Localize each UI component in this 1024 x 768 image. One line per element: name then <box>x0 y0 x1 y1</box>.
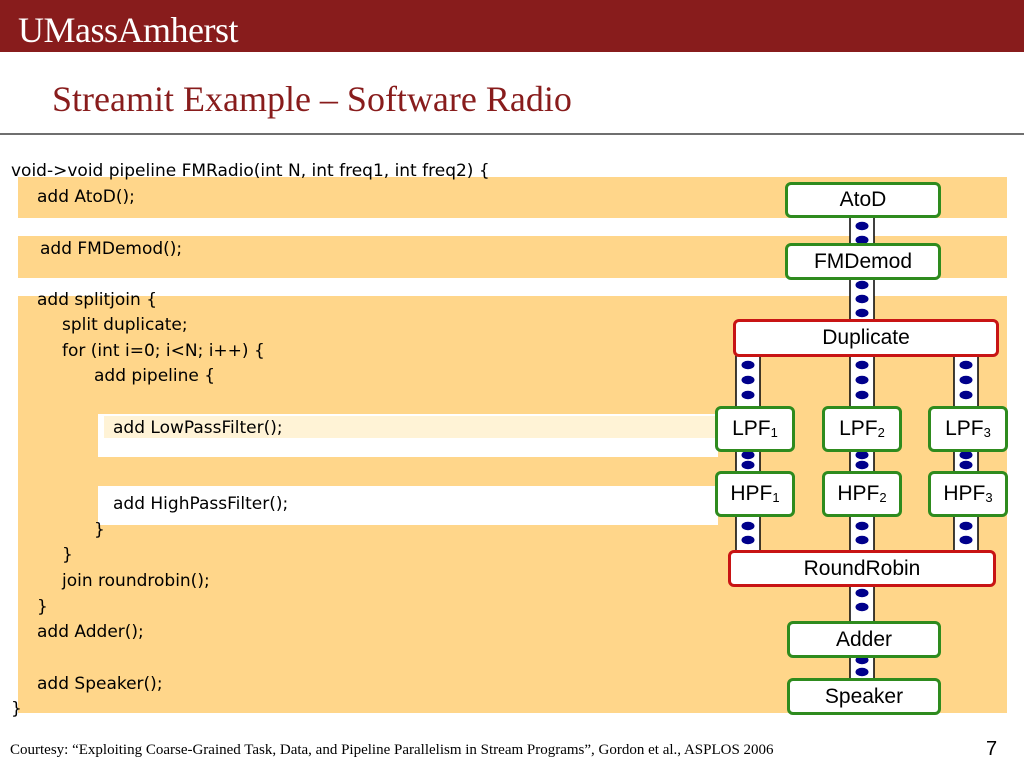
code-line-14: add Adder(); <box>37 622 144 642</box>
hpf-2-subscript: 2 <box>879 489 887 505</box>
code-line-4: add splitjoin { <box>37 290 158 310</box>
code-line-11: } <box>62 545 73 565</box>
slide-title: Streamit Example – Software Radio <box>52 79 572 119</box>
inner-highlight-lpf <box>104 416 718 438</box>
code-line-1: void->void pipeline FMRadio(int N, int f… <box>11 161 490 181</box>
lpf-1-label: LPF <box>732 417 771 440</box>
channel-branch-3 <box>953 353 979 555</box>
code-line-12: join roundrobin(); <box>62 571 210 591</box>
hpf-1-label: HPF <box>730 482 773 505</box>
code-line-3: add FMDemod(); <box>40 239 183 259</box>
code-line-16: } <box>11 699 22 719</box>
channel-branch-2 <box>849 353 875 555</box>
lpf-3-label: LPF <box>945 417 984 440</box>
node-roundrobin: RoundRobin <box>728 550 996 587</box>
code-line-5: split duplicate; <box>62 315 188 335</box>
citation-footer: Courtesy: “Exploiting Coarse-Grained Tas… <box>10 742 774 758</box>
hpf-3-label: HPF <box>943 482 986 505</box>
hpf-1-subscript: 1 <box>772 489 780 505</box>
code-line-8: add LowPassFilter(); <box>113 418 283 438</box>
inner-white-2 <box>98 457 718 485</box>
code-line-13: } <box>37 597 48 617</box>
umass-logo: UMassAmherst <box>18 10 238 50</box>
lpf-2-label: LPF <box>839 417 878 440</box>
header-bar: UMassAmherst <box>0 0 1024 52</box>
code-line-6: for (int i=0; i<N; i++) { <box>62 341 265 361</box>
title-divider <box>0 133 1024 135</box>
page-number: 7 <box>986 738 998 760</box>
node-speaker: Speaker <box>787 678 941 715</box>
lpf-2-subscript: 2 <box>877 424 885 440</box>
hpf-3-subscript: 3 <box>985 489 993 505</box>
code-line-7: add pipeline { <box>94 366 216 386</box>
lpf-3-subscript: 3 <box>983 424 991 440</box>
hpf-2-label: HPF <box>837 482 880 505</box>
channel-branch-1 <box>735 353 761 555</box>
code-line-10: } <box>94 520 105 540</box>
node-duplicate: Duplicate <box>733 319 999 357</box>
code-line-15: add Speaker(); <box>37 674 163 694</box>
code-line-2: add AtoD(); <box>37 187 135 207</box>
lpf-1-subscript: 1 <box>770 424 778 440</box>
node-adder: Adder <box>787 621 941 658</box>
node-fmdemod: FMDemod <box>785 243 941 280</box>
inner-white-3 <box>98 486 718 525</box>
node-atod: AtoD <box>785 182 941 218</box>
code-line-9: add HighPassFilter(); <box>113 494 289 514</box>
